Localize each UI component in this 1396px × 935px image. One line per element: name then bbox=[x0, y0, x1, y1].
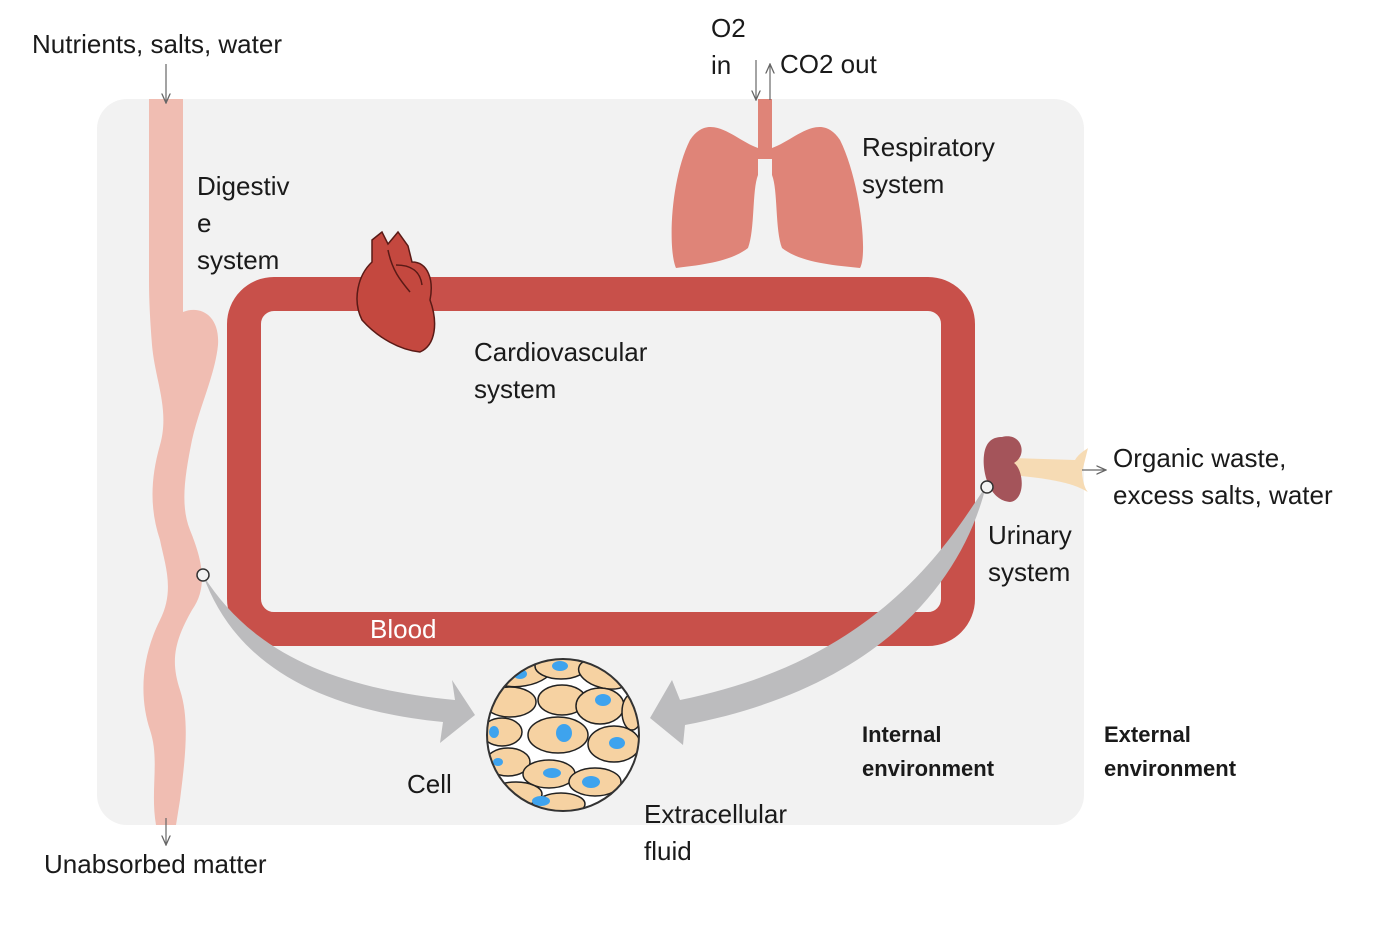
lungs-icon bbox=[671, 99, 864, 268]
external-environment-label: External environment bbox=[1104, 718, 1236, 786]
respiratory-system-label: Respiratory system bbox=[862, 129, 995, 203]
o2-label-line2: in bbox=[711, 50, 732, 80]
digestive-exchange-point bbox=[196, 568, 210, 582]
urinary-label-line2: system bbox=[988, 557, 1071, 587]
digestive-to-cell-arrow bbox=[203, 575, 475, 743]
external-label-line1: External bbox=[1104, 722, 1191, 747]
co2-label: CO2 out bbox=[780, 49, 877, 79]
digestive-tract bbox=[143, 99, 219, 825]
heart-icon bbox=[356, 230, 436, 353]
digestive-system-label: Digestiv e system bbox=[197, 168, 289, 279]
ureter bbox=[1010, 448, 1088, 492]
digestive-label-line2: e bbox=[197, 208, 212, 238]
digestive-label-line3: system bbox=[197, 245, 280, 275]
urinary-to-cell-arrow bbox=[650, 486, 986, 745]
organic-waste-line2: excess salts, water bbox=[1113, 480, 1333, 510]
urinary-system-label: Urinary system bbox=[988, 517, 1072, 591]
internal-environment-label: Internal environment bbox=[862, 718, 994, 786]
o2-label: O2 in bbox=[711, 10, 746, 84]
urinary-label-line1: Urinary bbox=[988, 520, 1072, 550]
blood-label: Blood bbox=[370, 614, 437, 644]
digestive-label-line1: Digestiv bbox=[197, 171, 290, 201]
cardiovascular-label-line1: Cardiovascular bbox=[474, 337, 648, 367]
organic-waste-line1: Organic waste, bbox=[1113, 443, 1287, 473]
cardiovascular-system-label: Cardiovascular system bbox=[474, 334, 647, 408]
respiratory-label-line2: system bbox=[862, 169, 945, 199]
external-label-line2: environment bbox=[1104, 756, 1237, 781]
blood-vessel-loop bbox=[227, 277, 975, 646]
extracellular-fluid-label: Extracellular fluid bbox=[644, 796, 787, 870]
urinary-exchange-point bbox=[980, 480, 994, 494]
nutrients-label: Nutrients, salts, water bbox=[32, 29, 282, 59]
o2-label-line1: O2 bbox=[711, 13, 746, 43]
extracellular-label-line1: Extracellular bbox=[644, 799, 788, 829]
cell-label: Cell bbox=[407, 769, 452, 799]
cardiovascular-label-line2: system bbox=[474, 374, 557, 404]
unabsorbed-matter-label: Unabsorbed matter bbox=[44, 849, 267, 879]
respiratory-label-line1: Respiratory bbox=[862, 132, 995, 162]
organic-waste-label: Organic waste, excess salts, water bbox=[1113, 440, 1333, 514]
extracellular-label-line2: fluid bbox=[644, 836, 692, 866]
internal-label-line2: environment bbox=[862, 756, 995, 781]
internal-label-line1: Internal bbox=[862, 722, 942, 747]
